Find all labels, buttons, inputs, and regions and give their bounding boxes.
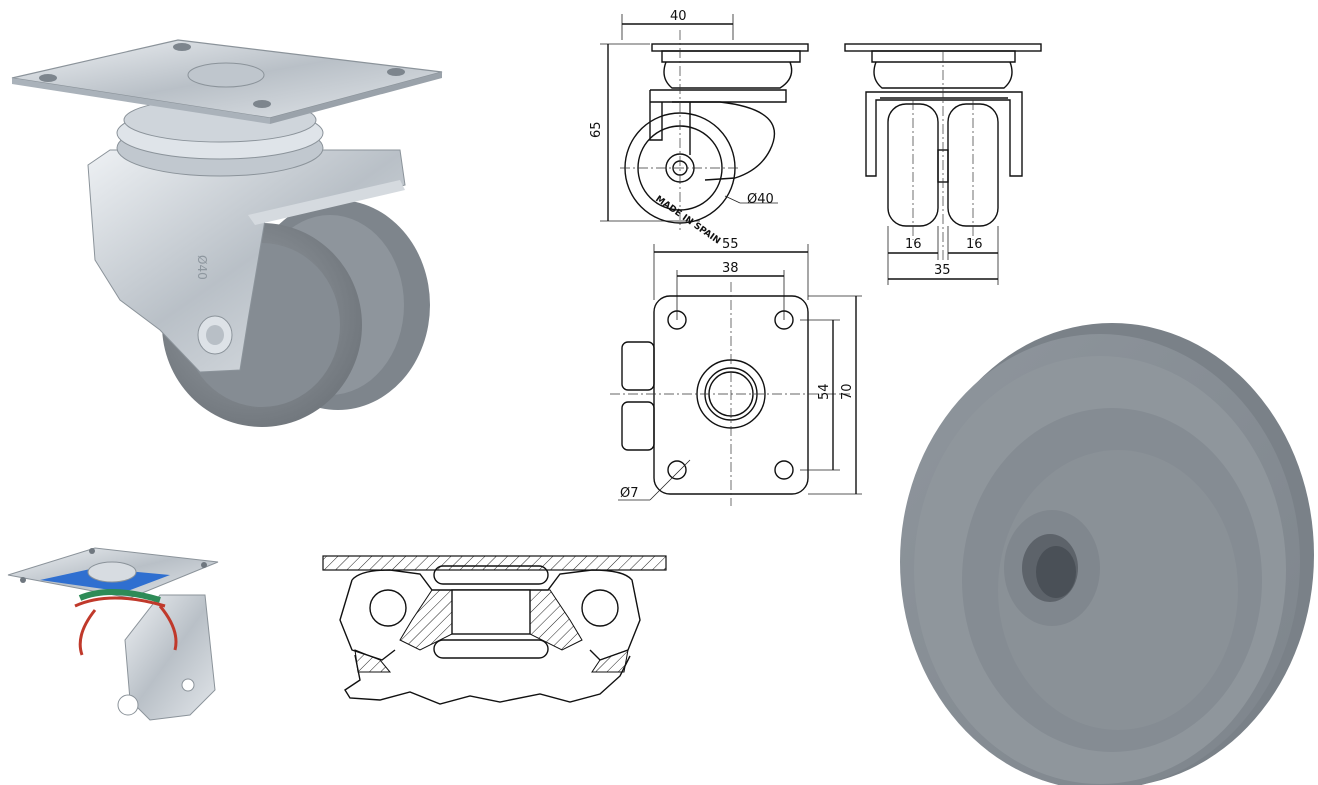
plate-view-drawing: 55 38 54 70 Ø7 [610, 237, 862, 506]
dim-hole-spacing-x: 38 [722, 261, 739, 276]
dim-hole-spacing-y: 54 [817, 383, 832, 400]
dim-wheel-diameter: Ø40 [747, 192, 774, 207]
dim-wheel-width-right: 16 [966, 237, 983, 252]
front-view-drawing: 16 16 35 [844, 43, 1042, 285]
section-drawing [322, 555, 667, 705]
dim-plate-length: 55 [722, 237, 739, 252]
dim-overall-width: 35 [934, 263, 951, 278]
dim-height: 65 [589, 121, 604, 138]
dim-wheel-width-left: 16 [905, 237, 922, 252]
dim-plate-width: 70 [840, 383, 855, 400]
wheel-hub-bore [1036, 546, 1076, 598]
side-view-drawing: 40 65 MADE IN SPAIN Ø40 [589, 9, 809, 247]
dim-top-width: 40 [670, 9, 687, 24]
caster-stamp: Ø40 [195, 255, 209, 280]
dim-hole-diameter: Ø7 [620, 486, 639, 501]
cutaway-bracket-photo [7, 547, 219, 721]
wheel-photo [900, 323, 1314, 785]
caster-photo: Ø40 [11, 39, 443, 427]
